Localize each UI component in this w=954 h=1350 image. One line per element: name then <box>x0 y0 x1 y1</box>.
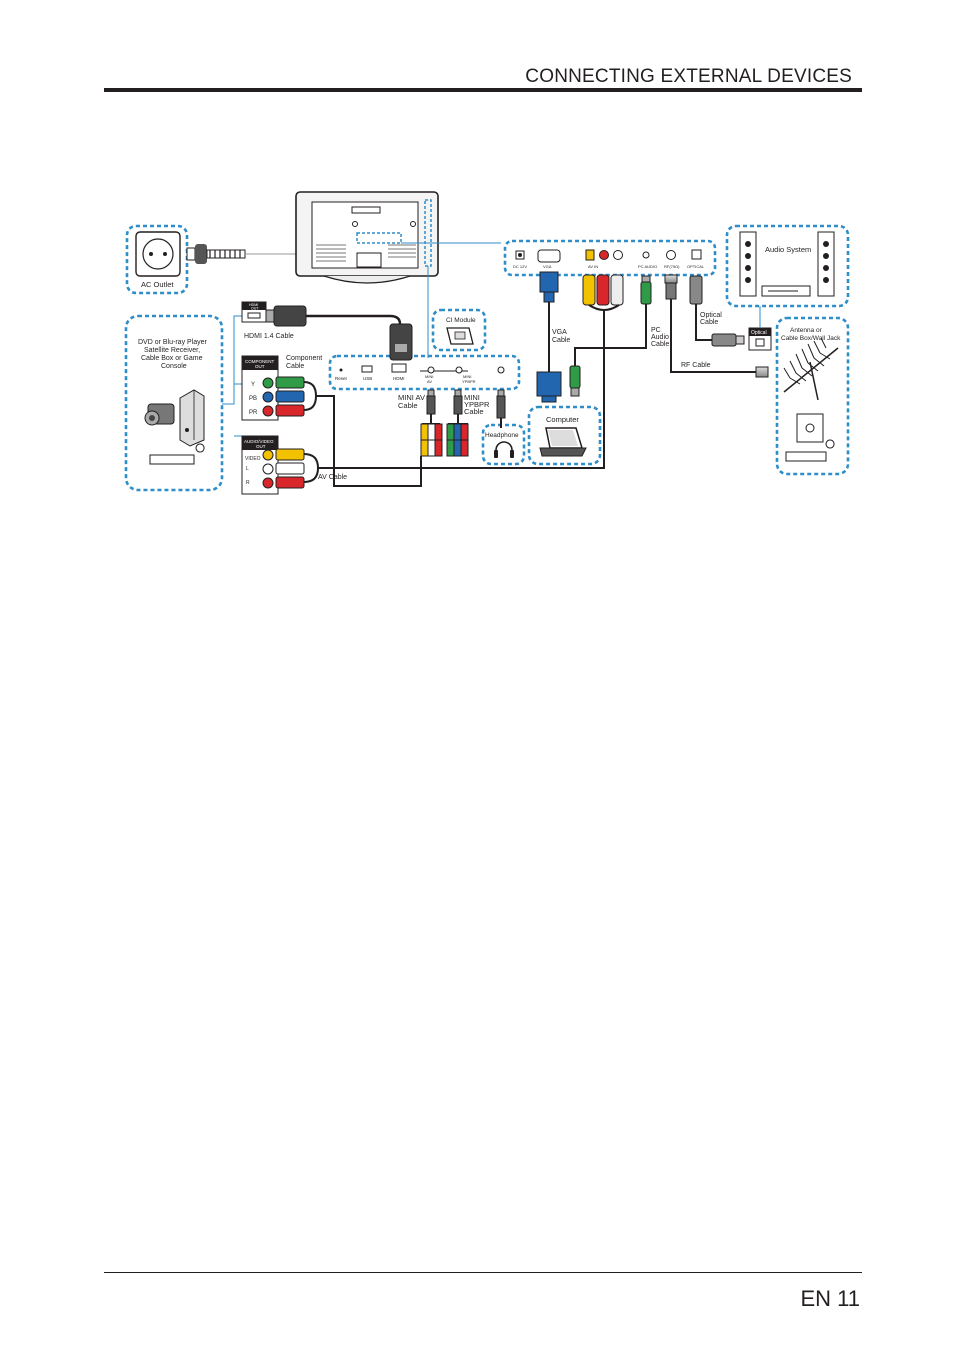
component-out-label-1: COMPONENT <box>245 359 275 364</box>
mini-av-cable <box>420 389 443 457</box>
pc-audio-plug-pc <box>569 365 581 397</box>
speaker-right <box>817 231 835 297</box>
headphone-icon <box>494 441 514 458</box>
side-panel <box>339 363 505 374</box>
pc-audio-cable-label-1: PC <box>651 327 661 334</box>
av-plugs <box>275 448 305 489</box>
hdmi-cable-label: HDMI 1.4 Cable <box>244 333 294 340</box>
power-plug <box>186 244 246 264</box>
optical-cable-label-1: Optical <box>700 312 722 319</box>
port-mini-av-1: MINI <box>425 374 433 379</box>
port-mini-ypbpr-1: MINI <box>463 374 471 379</box>
hdmi-plug-tv <box>389 323 413 361</box>
hdmi-plug-source <box>263 305 307 327</box>
mini-ypbpr-cable-label-3: Cable <box>464 407 484 416</box>
mini-ypbpr-cable-label-2: YPBPR <box>464 400 490 409</box>
source-device-line-2: Satellite Receiver, <box>144 347 200 354</box>
port-av-in: AV IN <box>588 264 598 269</box>
ci-module-label: CI Module <box>446 317 476 324</box>
port-dc-12v: DC 12V <box>513 264 527 269</box>
component-pr-label: PR <box>249 410 258 416</box>
mini-ypbpr-cable-label-1: MINI <box>464 393 480 402</box>
camcorder-icon <box>144 403 175 426</box>
vga-cable-label-1: VGA <box>552 329 567 336</box>
component-y-label: Y <box>251 382 255 388</box>
port-optical: OPTICAL <box>687 264 705 269</box>
optical-plug-audio <box>711 333 745 347</box>
audio-system-label: Audio System <box>765 245 811 254</box>
component-pb-label: PB <box>249 396 257 402</box>
port-reset: Reset <box>335 376 348 381</box>
wall-jack-icon <box>796 413 824 443</box>
rf-cable-label: RF Cable <box>681 362 711 369</box>
computer-label: Computer <box>546 415 579 424</box>
set-top-box-icon <box>149 443 205 465</box>
optical-port-label: Optical <box>751 330 767 336</box>
antenna-box <box>775 316 850 476</box>
mini-av-cable-label-2: Cable <box>398 401 418 410</box>
port-usb: USB <box>363 376 372 381</box>
computer-box <box>527 405 602 466</box>
port-hdmi: HDMI <box>393 376 405 381</box>
mini-av-cable-label-1: MINI AV <box>398 393 425 402</box>
side-panel-box <box>328 354 521 391</box>
av-video-label: VIDEO <box>245 456 261 462</box>
headphone-box <box>481 423 526 466</box>
audio-system-box <box>725 224 850 308</box>
rear-panel <box>515 249 702 263</box>
port-mini-ypbpr-2: YPBPR <box>462 379 476 384</box>
port-mini-av-2: AV <box>427 379 432 384</box>
ci-module-box <box>431 308 487 352</box>
speaker-left <box>739 231 757 297</box>
mini-ypbpr-cable <box>446 389 469 457</box>
component-cable-label-1: Component <box>286 355 322 362</box>
av-r-label: R <box>246 480 250 486</box>
hdmi-out-label-2: OUT <box>251 307 259 311</box>
source-device-line-4: Console <box>161 363 187 370</box>
antenna-label-2: Cable Box/Wall Jack <box>781 335 841 342</box>
footer-rule <box>104 1272 862 1273</box>
optical-plug <box>689 275 703 305</box>
headphone-label: Headphone <box>485 432 519 439</box>
page-number: EN 11 <box>800 1286 860 1311</box>
rear-panel-box <box>503 239 717 277</box>
av-in-plugs <box>582 274 624 306</box>
laptop-icon <box>539 427 587 457</box>
game-console-icon <box>179 389 205 447</box>
port-vga: VGA <box>543 264 552 269</box>
pc-audio-cable-label-2: Audio <box>651 334 669 341</box>
antenna-icon <box>783 337 839 401</box>
vga-connector <box>539 271 559 303</box>
av-l-label: L <box>246 466 249 472</box>
pc-audio-cable-label-3: Cable <box>651 341 669 348</box>
optical-cable-label-2: Cable <box>700 319 718 326</box>
antenna-label-1: Antenna or <box>790 327 823 334</box>
cable-box-icon <box>785 439 835 462</box>
component-out-label-2: OUT <box>255 364 265 369</box>
component-plugs <box>275 376 305 417</box>
headphone-plug <box>496 389 506 428</box>
source-device-line-1: DVD or Blu-ray Player <box>138 339 208 346</box>
vga-cable-label-2: Cable <box>552 337 570 344</box>
source-device-box <box>124 314 224 492</box>
ac-outlet-label: AC Outlet <box>141 280 174 289</box>
source-device-line-3: Cable Box or Game <box>141 355 203 362</box>
hdmi-out-label-1: HDMI <box>249 303 258 307</box>
tv-back <box>295 191 439 284</box>
port-pc-audio: PC AUDIO <box>638 264 657 269</box>
section-title: CONNECTING EXTERNAL DEVICES <box>525 66 852 87</box>
ci-card-icon <box>446 327 474 345</box>
av-out-label-2: OUT <box>256 444 266 449</box>
rf-plug <box>664 274 678 300</box>
header-rule <box>104 88 862 92</box>
amplifier <box>761 285 811 297</box>
rf-plug-antenna <box>755 366 769 378</box>
pc-audio-plug <box>640 275 652 305</box>
port-rf: RF(75Ω) <box>664 264 680 269</box>
av-out-label-1: AUDIO/VIDEO <box>244 439 274 444</box>
av-cable-label: AV Cable <box>318 474 347 481</box>
vga-connector-pc <box>536 371 562 403</box>
component-cable-label-2: Cable <box>286 363 304 370</box>
